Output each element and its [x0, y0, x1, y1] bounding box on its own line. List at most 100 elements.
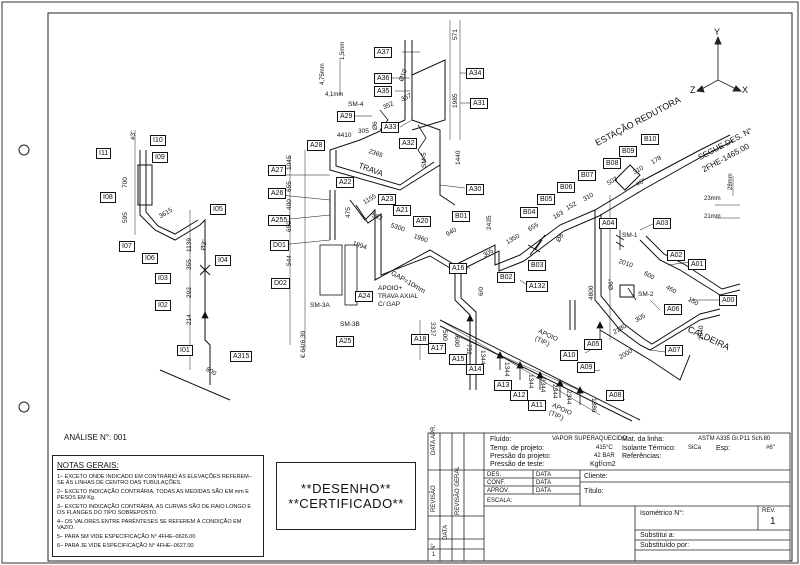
dim-1440: 1440 — [455, 150, 462, 165]
title-block-lines — [427, 432, 791, 562]
thickness-label: Esp: — [716, 445, 731, 452]
node-label-a15: A15 — [449, 354, 468, 365]
note-3: 3– EXCETO INDICAÇÃO CONTRÁRIA, AS CURVAS… — [57, 504, 252, 517]
dim-1139: 1139 — [186, 238, 193, 252]
dim-292: 292 — [186, 287, 193, 298]
design-pressure-value: 42 BAR — [594, 453, 615, 459]
binder-hole-top — [18, 144, 30, 156]
dim-1386: 1386 — [590, 398, 597, 413]
rev-value: 1 — [770, 516, 776, 527]
node-label-a20: A20 — [413, 216, 432, 227]
analysis-number: ANÁLISE N°: 001 — [64, 433, 127, 442]
node-label-a23: A23 — [378, 194, 397, 205]
note-4: 4– OS VALORES ENTRE PARÊNTESES SE REFERE… — [57, 519, 242, 532]
line-material-value: ASTM A335 Gr.P11 Sch.80 — [698, 436, 771, 442]
node-label-a22: A22 — [336, 177, 355, 188]
dim-595: 595 — [122, 212, 129, 223]
node-label-b07: B07 — [578, 170, 597, 181]
dim-4410: 4410 — [337, 132, 352, 139]
node-label-a08: A08 — [606, 390, 625, 401]
node-label-a35: A35 — [374, 86, 393, 97]
node-label-a09: A09 — [577, 362, 596, 373]
sm-2-label: SM-2 — [638, 291, 654, 298]
node-label-a17: A17 — [428, 343, 447, 354]
node-label-i04: I04 — [215, 255, 231, 266]
test-pressure-label: Pressão de teste: — [490, 461, 545, 468]
sm-5-label: SM-5 — [421, 152, 428, 168]
node-label-i03: I03 — [155, 273, 171, 284]
dim-dia6: Ø6 — [372, 121, 379, 130]
node-label-a00: A00 — [719, 295, 738, 306]
node-label-a315: A315 — [230, 351, 253, 362]
node-label-a31: A31 — [470, 98, 489, 109]
sm-4-label: SM-4 — [348, 101, 364, 108]
dim-4-1mm: 4,1mm — [325, 92, 344, 98]
iso-label: Isométrico N°: — [640, 510, 685, 517]
insulation-value: SiCa — [688, 445, 702, 451]
test-pressure-unit: Kgf/cm2 — [590, 461, 616, 468]
data-vertical-label: DATA — [443, 524, 449, 540]
dim-475: 475 — [345, 207, 352, 218]
node-label-a28: A28 — [307, 140, 326, 151]
notes-title: NOTAS GERAIS: — [57, 461, 119, 470]
dim-6-0: 6/0 — [478, 286, 485, 296]
spring-supports — [319, 109, 637, 306]
node-label-a29: A29 — [337, 111, 356, 122]
dim-305a: 305 — [358, 128, 369, 135]
note-1: 1– EXCETO ONDE INDICADO EM CONTRÁRIO AS … — [57, 474, 252, 487]
dim-1344b: 1344 — [503, 362, 510, 377]
node-label-a16: A16 — [449, 263, 468, 274]
dim-hash3: #3" — [130, 130, 137, 140]
data-label-3: DATA — [536, 488, 552, 494]
node-label-a06: A06 — [664, 304, 683, 315]
dim-2344a: 2344 — [551, 384, 558, 399]
node-label-a27: A27 — [268, 165, 287, 176]
binder-hole-bottom — [18, 401, 30, 413]
node-label-d02: D02 — [271, 278, 290, 289]
dim-500: 500 — [441, 330, 448, 341]
node-label-a05: A05 — [584, 339, 603, 350]
design-temp-value: 415°C — [596, 445, 613, 451]
axis-symbol — [696, 35, 743, 93]
node-label-i08: I08 — [100, 192, 116, 203]
revisao-geral-label: REVISÃO GERAL — [455, 466, 461, 515]
node-label-a36: A36 — [374, 73, 393, 84]
axis-x-label: X — [742, 85, 749, 95]
dim-1985: 1985 — [452, 93, 459, 108]
revisao-label: REVISÃO — [431, 485, 437, 512]
data-apr-label: DATA APR. — [431, 424, 437, 455]
node-label-a03: A03 — [653, 218, 672, 229]
axis-z-label: Z — [690, 85, 696, 95]
dim-28mm: 28mm — [728, 173, 734, 190]
node-label-a37: A37 — [374, 47, 393, 58]
general-notes: NOTAS GERAIS: 1– EXCETO ONDE INDICADO EM… — [52, 455, 264, 557]
node-label-i02: I02 — [155, 300, 171, 311]
dim-1045: 1045 — [286, 155, 293, 170]
dim-752: 752 — [465, 344, 472, 355]
node-label-a34: A34 — [466, 68, 485, 79]
node-label-b06: B06 — [557, 182, 576, 193]
node-label-a255: A255 — [268, 215, 291, 226]
node-label-i05: I05 — [210, 204, 226, 215]
note-6: 6– PARA JE VIDE ESPECIFICAÇÃO N° 4FHE–06… — [57, 543, 194, 549]
dim-elevation: €.64/6.30 — [300, 330, 307, 358]
dim-214: 214 — [186, 314, 193, 325]
substituido-label: Substituído por: — [640, 542, 690, 549]
design-pressure-label: Pressão do projeto: — [490, 453, 551, 460]
node-label-b03: B03 — [528, 260, 547, 271]
data-label-1: DATA — [536, 472, 552, 478]
dim-400: 400 — [286, 199, 293, 210]
dim-4800: 4800 — [588, 285, 595, 300]
node-label-i10: I10 — [150, 135, 166, 146]
dim-700: 700 — [122, 177, 129, 188]
client-label: Cliente: — [584, 473, 608, 480]
node-label-a24: A24 — [355, 291, 374, 302]
fluid-label: Fluído: — [490, 436, 512, 443]
dim-4-75mm: 4,75mm — [320, 63, 326, 85]
dim-3337: 3337 — [429, 322, 436, 337]
title-label: Título: — [584, 488, 604, 495]
certified-stamp: **DESENHO** **CERTIFICADO** — [276, 462, 416, 530]
node-label-i06: I06 — [142, 253, 158, 264]
substitui-label: Substitui a: — [640, 532, 675, 539]
